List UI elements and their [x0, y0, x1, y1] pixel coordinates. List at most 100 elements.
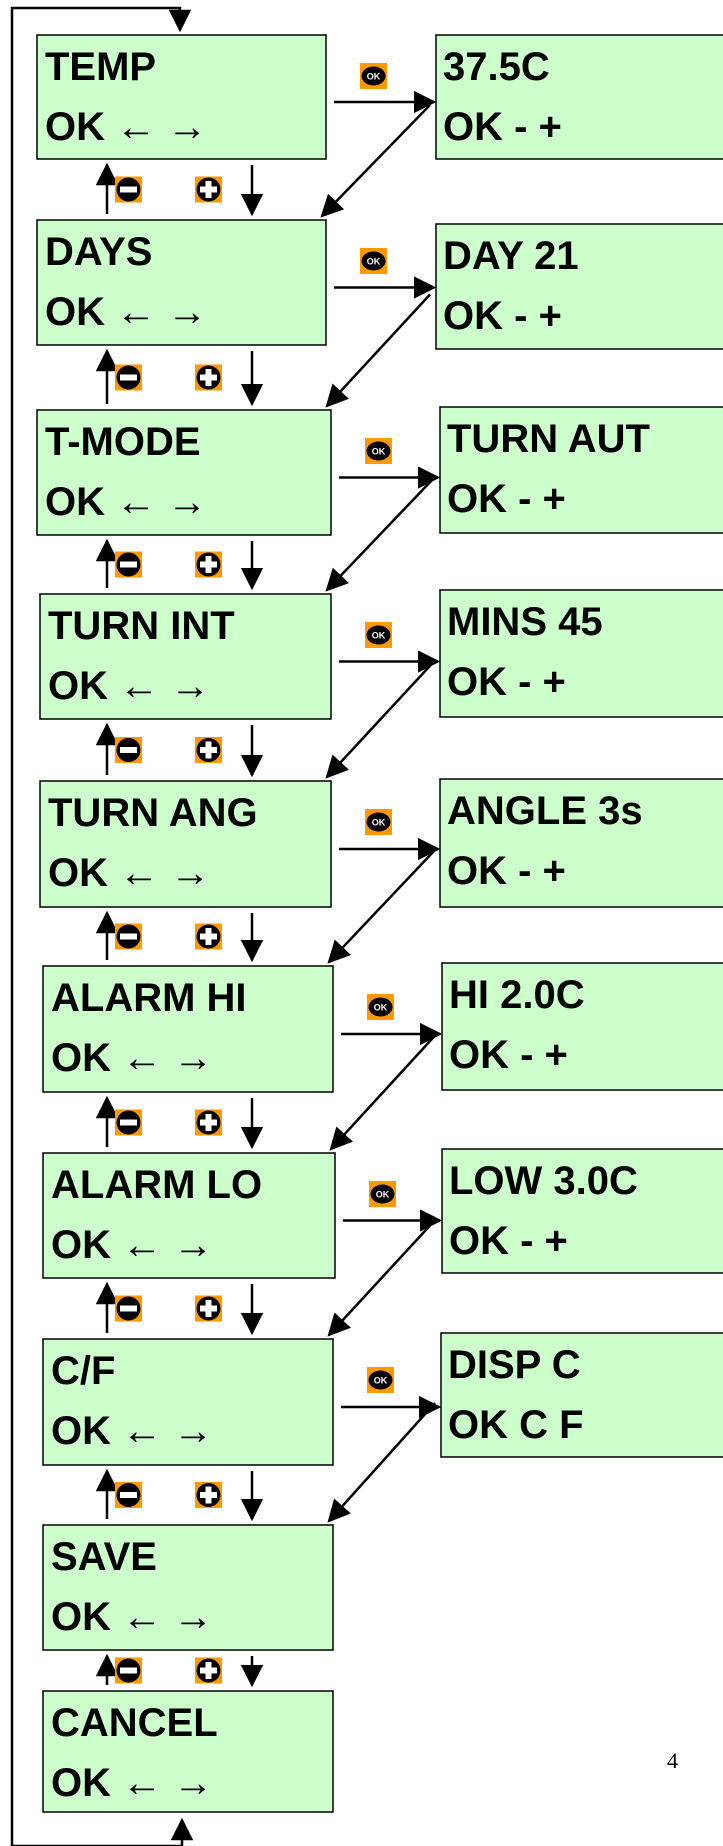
menu-title: TURN INT — [48, 604, 235, 648]
ok-button-label: OK — [374, 1376, 388, 1386]
minus-button-icon[interactable] — [115, 1109, 142, 1136]
menu-keys: OK ← → — [48, 664, 210, 708]
return-arrow — [325, 660, 435, 779]
menu-keys: OK ← → — [51, 1409, 213, 1453]
loop-frame-line — [10, 6, 192, 1846]
minus-button-icon[interactable] — [115, 737, 142, 763]
menu-title: TURN ANG — [48, 791, 258, 835]
menu-title: ALARM HI — [51, 976, 247, 1020]
value-title: HI 2.0C — [449, 973, 585, 1017]
plus-button-icon[interactable] — [195, 551, 222, 578]
plus-button-icon[interactable] — [195, 1657, 222, 1684]
value-keys: OK - + — [449, 1033, 568, 1077]
menu-keys: OK ← → — [51, 1223, 213, 1267]
value-screen-alarm-lo[interactable]: LOW 3.0C OK - + — [441, 1148, 723, 1274]
menu-item-save[interactable]: SAVE OK ← → — [42, 1524, 334, 1651]
lcd-screen — [435, 223, 723, 350]
menu-item-turn-ang[interactable]: TURN ANG OK ← → — [39, 780, 332, 908]
ok-button-icon[interactable]: OK — [365, 809, 392, 835]
lcd-screen — [440, 1332, 723, 1458]
menu-item-alarm-hi[interactable]: ALARM HI OK ← → — [42, 965, 334, 1093]
menu-title: SAVE — [51, 1535, 157, 1579]
minus-button-icon[interactable] — [115, 551, 142, 578]
lcd-screen — [439, 406, 723, 534]
minus-button-icon[interactable] — [115, 1295, 142, 1322]
ok-button-label: OK — [374, 1003, 388, 1013]
plus-button-icon[interactable] — [195, 1109, 222, 1136]
return-arrow — [327, 1402, 436, 1523]
plus-button-icon[interactable] — [195, 737, 222, 763]
plus-button-icon[interactable] — [195, 176, 222, 203]
value-title: DAY 21 — [443, 234, 579, 278]
lcd-screen — [441, 1148, 723, 1274]
menu-keys: OK ← → — [45, 290, 207, 334]
lcd-screen — [39, 780, 332, 908]
return-arrow — [325, 477, 435, 592]
menu-title: ALARM LO — [51, 1163, 262, 1207]
ok-button-label: OK — [372, 631, 386, 641]
menu-keys: OK ← → — [45, 480, 207, 524]
value-keys: OK C F — [448, 1403, 584, 1447]
value-keys: OK - + — [447, 660, 566, 704]
minus-button-icon[interactable] — [115, 1657, 142, 1684]
lcd-screen — [42, 1152, 336, 1279]
lcd-screen — [39, 593, 332, 720]
value-title: ANGLE 3s — [447, 789, 643, 833]
menu-item-turn-int[interactable]: TURN INT OK ← → — [39, 593, 332, 720]
value-keys: OK - + — [449, 1219, 568, 1263]
ok-button-label: OK — [367, 257, 381, 267]
minus-button-icon[interactable] — [115, 1482, 142, 1508]
menu-title: CANCEL — [51, 1701, 218, 1745]
lcd-screen — [36, 219, 327, 346]
minus-button-icon[interactable] — [115, 923, 142, 950]
menu-keys: OK ← → — [51, 1036, 213, 1080]
ok-button-label: OK — [367, 72, 381, 82]
ok-button-icon[interactable]: OK — [369, 1181, 396, 1207]
return-arrow — [327, 850, 435, 964]
value-screen-c-f[interactable]: DISP COK C F — [440, 1332, 723, 1458]
menu-item-cancel[interactable]: CANCEL OK ← → — [42, 1690, 334, 1813]
lcd-screen — [441, 962, 723, 1091]
minus-button-icon[interactable] — [115, 176, 142, 203]
return-arrow — [320, 104, 431, 218]
menu-keys: OK ← → — [51, 1761, 213, 1805]
lcd-screen — [439, 778, 723, 908]
lcd-screen — [42, 1690, 334, 1813]
ok-button-label: OK — [376, 1190, 390, 1200]
lcd-screen — [439, 589, 723, 718]
ok-button-icon[interactable]: OK — [365, 438, 392, 464]
menu-keys: OK ← → — [45, 105, 207, 149]
value-screen-alarm-hi[interactable]: HI 2.0C OK - + — [441, 962, 723, 1091]
ok-button-icon[interactable]: OK — [360, 63, 387, 89]
menu-item-alarm-lo[interactable]: ALARM LO OK ← → — [42, 1152, 336, 1279]
value-title: 37.5C — [443, 45, 550, 89]
lcd-screen — [36, 409, 332, 536]
plus-button-icon[interactable] — [195, 364, 222, 391]
ok-button-icon[interactable]: OK — [367, 1367, 394, 1393]
lcd-screen — [435, 34, 723, 160]
menu-title: C/F — [51, 1349, 115, 1393]
value-title: LOW 3.0C — [449, 1159, 638, 1203]
ok-button-label: OK — [372, 447, 386, 457]
ok-button-icon[interactable]: OK — [360, 248, 387, 274]
plus-button-icon[interactable] — [195, 1295, 222, 1322]
menu-keys: OK ← → — [51, 1595, 213, 1639]
menu-keys: OK ← → — [48, 851, 210, 895]
lcd-screen — [42, 1338, 334, 1466]
plus-button-icon[interactable] — [195, 923, 222, 950]
ok-button-icon[interactable]: OK — [365, 622, 392, 648]
return-arrow — [329, 1033, 437, 1151]
minus-button-icon[interactable] — [115, 364, 142, 391]
menu-item-c-f[interactable]: C/F OK ← → — [42, 1338, 334, 1466]
plus-button-icon[interactable] — [195, 1482, 222, 1508]
ok-button-icon[interactable]: OK — [367, 994, 394, 1020]
